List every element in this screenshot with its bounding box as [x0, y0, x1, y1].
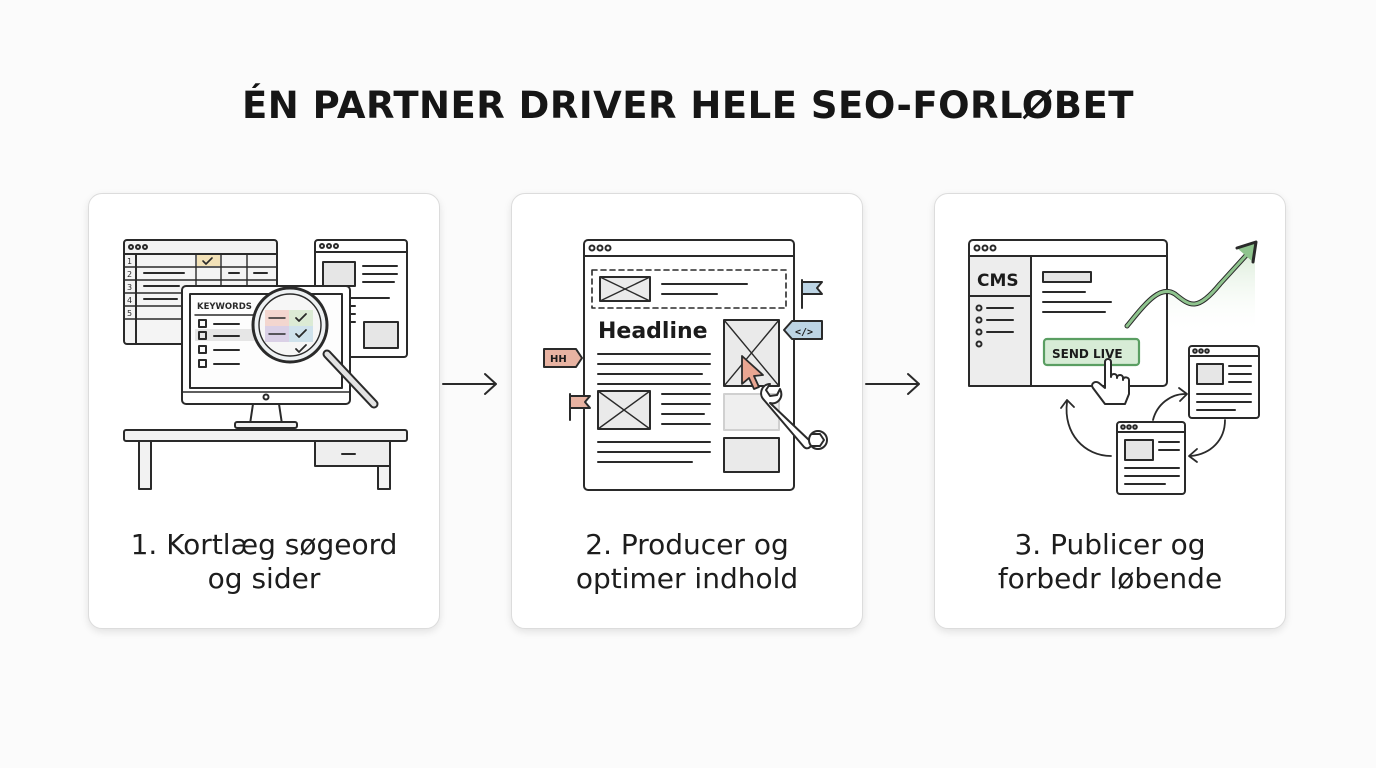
- row-number: 1: [127, 257, 132, 266]
- wrench-icon: [760, 383, 828, 450]
- step-caption-line: og sider: [207, 562, 321, 595]
- desk: [123, 429, 408, 490]
- row-number: 2: [127, 270, 132, 279]
- headline-label: Headline: [598, 319, 708, 344]
- arrow-right-icon: [865, 373, 920, 395]
- cms-window: [968, 239, 1168, 387]
- keywords-label: KEYWORDS: [197, 302, 252, 312]
- browser-window: [583, 239, 795, 491]
- row-number: 4: [127, 296, 132, 305]
- checkmark-icon: [295, 344, 307, 353]
- tag-h1-label: HH: [550, 354, 567, 365]
- step-caption: 3. Publicer og forbedr løbende: [935, 528, 1285, 596]
- step-caption-line: forbedr løbende: [997, 562, 1223, 595]
- cycle-arrows-icon: [1060, 387, 1226, 463]
- cms-label: CMS: [977, 271, 1019, 291]
- step-caption-line: 1. Kortlæg søgeord: [130, 528, 398, 561]
- step-caption-line: 3. Publicer og: [1014, 528, 1206, 561]
- content-production-illustration: Headline HH </>: [543, 239, 828, 491]
- page-title: ÉN PARTNER DRIVER HELE SEO-FORLØBET: [242, 84, 1134, 127]
- magnifier-icon: [251, 286, 379, 409]
- step-caption: 1. Kortlæg søgeord og sider: [89, 528, 439, 596]
- cursor-icon: [741, 355, 764, 390]
- code-tag: [783, 320, 823, 340]
- hand-pointer-icon: [1091, 358, 1130, 405]
- row-number: 3: [127, 283, 132, 292]
- step-caption: 2. Producer og optimer indhold: [512, 528, 862, 596]
- send-live-label: SEND LIVE: [1052, 347, 1123, 361]
- growth-arrow-icon: [1124, 240, 1258, 329]
- step-card-1: 1 2 3 4 5: [88, 193, 440, 629]
- publish-illustration: CMS SEND LIVE: [968, 239, 1260, 495]
- checkmark-icon: [202, 257, 213, 265]
- arrow-right-icon: [442, 373, 497, 395]
- flag-icon: [569, 393, 591, 421]
- small-window-bottom: [1116, 421, 1186, 495]
- step-card-2: Headline HH </> 2. Producer og optimer i…: [511, 193, 863, 629]
- step-card-3: CMS SEND LIVE: [934, 193, 1286, 629]
- image-placeholder-icon: [597, 390, 651, 430]
- checkmark-icon: [295, 329, 307, 338]
- row-number: 5: [127, 309, 132, 318]
- keyword-research-illustration: 1 2 3 4 5: [123, 239, 408, 490]
- code-tag-label: </>: [795, 327, 813, 338]
- step-caption-line: optimer indhold: [575, 562, 799, 595]
- tag-h1: [543, 348, 583, 368]
- flag-icon: [801, 279, 823, 309]
- step-caption-line: 2. Producer og: [585, 528, 789, 561]
- image-placeholder-icon: [599, 276, 651, 302]
- checkmark-icon: [295, 313, 307, 322]
- send-live-button-shape: [1042, 337, 1141, 367]
- small-window-right: [1188, 345, 1260, 419]
